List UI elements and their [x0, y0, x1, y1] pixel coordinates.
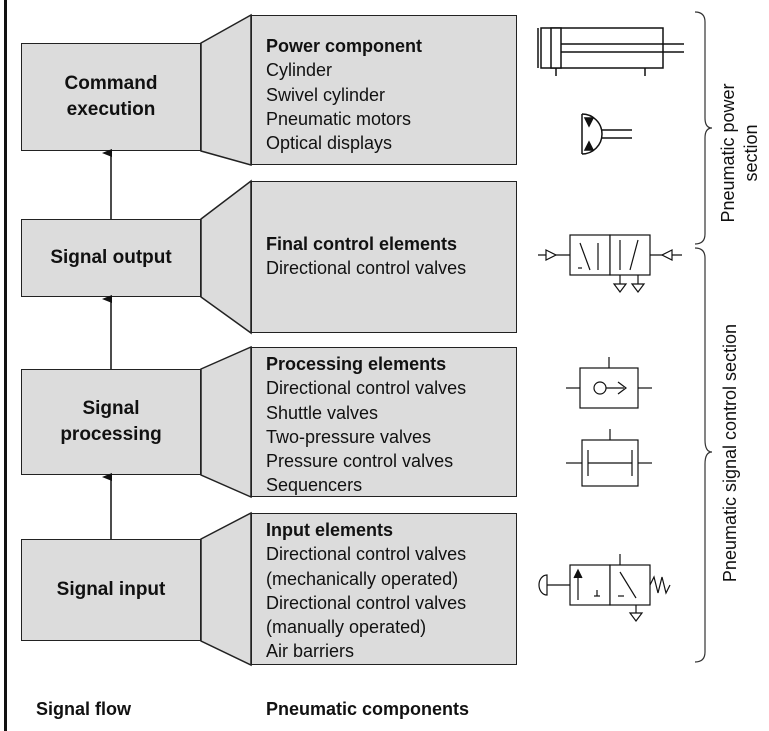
footer-pneumatic-components: Pneumatic components [266, 699, 470, 719]
component-item: Swivel cylinder [266, 84, 386, 105]
component-item: (manually operated) [266, 617, 427, 638]
component-item: Directional control valves [266, 592, 467, 613]
connector-final [200, 179, 252, 335]
mechanical-valve-symbol [538, 554, 671, 622]
trapezoid-connectors [200, 13, 252, 667]
component-title: Power component [266, 36, 423, 56]
component-final-control: Final control elements Directional contr… [251, 181, 517, 333]
component-item: Directional control valves [266, 378, 467, 399]
stage-label: Command execution [64, 73, 158, 120]
component-item: Directional control valves [266, 258, 467, 279]
connector-processing [200, 345, 252, 499]
stage-command-execution: Command execution [21, 43, 201, 151]
connector-input [200, 511, 252, 667]
stage-label: Signal processing [60, 398, 162, 445]
section-braces [694, 11, 713, 663]
footer-signal-flow: Signal flow [36, 699, 132, 719]
section-label-power: Pneumatic power section [717, 63, 763, 243]
component-title: Final control elements [266, 234, 458, 254]
component-processing: Processing elements Directional control … [251, 347, 517, 497]
component-item: (mechanically operated) [266, 568, 459, 589]
shuttle-valve-symbol [566, 357, 652, 409]
section-label-text: Pneumatic signal control section [720, 323, 740, 583]
section-label-text: Pneumatic power section [718, 83, 761, 223]
component-power: Power component Cylinder Swivel cylinder… [251, 15, 517, 165]
cylinder-symbol [537, 27, 684, 76]
component-item: Shuttle valves [266, 402, 379, 423]
brace-signal [694, 247, 713, 663]
stage-signal-output: Signal output [21, 219, 201, 297]
stage-label: Signal output [50, 247, 172, 268]
component-item: Cylinder [266, 60, 333, 81]
component-item: Air barriers [266, 641, 355, 662]
directional-valve-symbol [538, 234, 682, 293]
brace-power [694, 11, 713, 245]
swivel-motor-symbol [581, 113, 632, 155]
component-item: Sequencers [266, 475, 363, 496]
component-item: Two-pressure valves [266, 426, 432, 447]
component-title: Input elements [266, 520, 394, 540]
stage-signal-input: Signal input [21, 539, 201, 641]
component-item: Pneumatic motors [266, 108, 412, 129]
left-border [4, 0, 7, 731]
component-title: Processing elements [266, 354, 447, 374]
component-item: Directional control valves [266, 544, 467, 565]
component-input: Input elements Directional control valve… [251, 513, 517, 665]
two-pressure-valve-symbol [566, 429, 652, 487]
component-item: Pressure control valves [266, 451, 454, 472]
stage-label: Signal input [56, 579, 166, 600]
component-item: Optical displays [266, 133, 393, 154]
connector-power [200, 13, 252, 166]
section-label-signal: Pneumatic signal control section [718, 303, 742, 603]
